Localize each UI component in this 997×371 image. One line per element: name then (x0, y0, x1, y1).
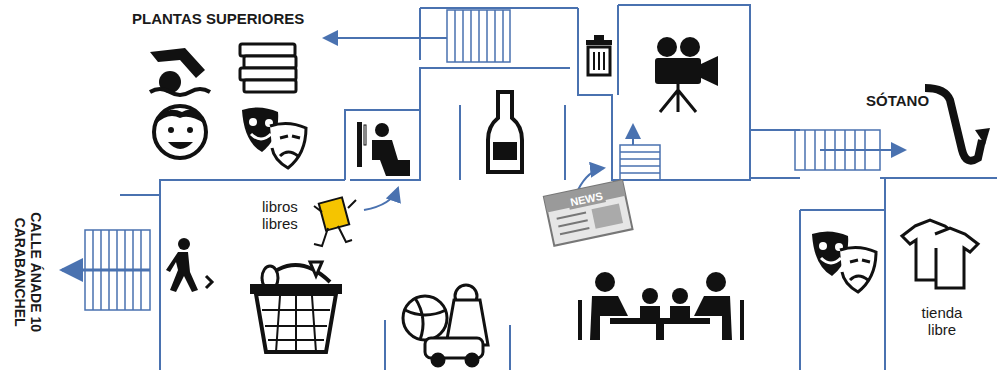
newspaper-icon (544, 180, 633, 246)
theater-masks-icon (812, 231, 876, 292)
room-label: tienda libre (912, 304, 972, 339)
address-label: CALLE ÁNADE 10 CARABANCHEL (12, 192, 44, 352)
swimmer-icon (150, 48, 210, 95)
trash-icon (586, 35, 612, 75)
floor-label: SÓTANO (866, 92, 929, 109)
exit-person-icon (166, 238, 212, 292)
walls (120, 5, 997, 370)
child-face-icon (154, 106, 206, 158)
floor-label: PLANTAS SUPERIORES (132, 10, 304, 27)
books-icon (240, 44, 296, 92)
toilet-icon (357, 122, 410, 176)
bottle-icon (488, 92, 522, 172)
toys-icon (403, 285, 488, 366)
direction-arrows (62, 38, 905, 270)
running-book-icon (314, 197, 356, 246)
theater-masks-icon (242, 107, 306, 168)
stairs (85, 10, 880, 310)
saxophone-icon (925, 88, 990, 161)
movie-camera-icon (655, 37, 718, 112)
room-label: libros libres (262, 198, 316, 233)
meeting-table-icon (580, 272, 742, 340)
basket-icon (250, 262, 342, 352)
shirts-icon (902, 220, 978, 288)
